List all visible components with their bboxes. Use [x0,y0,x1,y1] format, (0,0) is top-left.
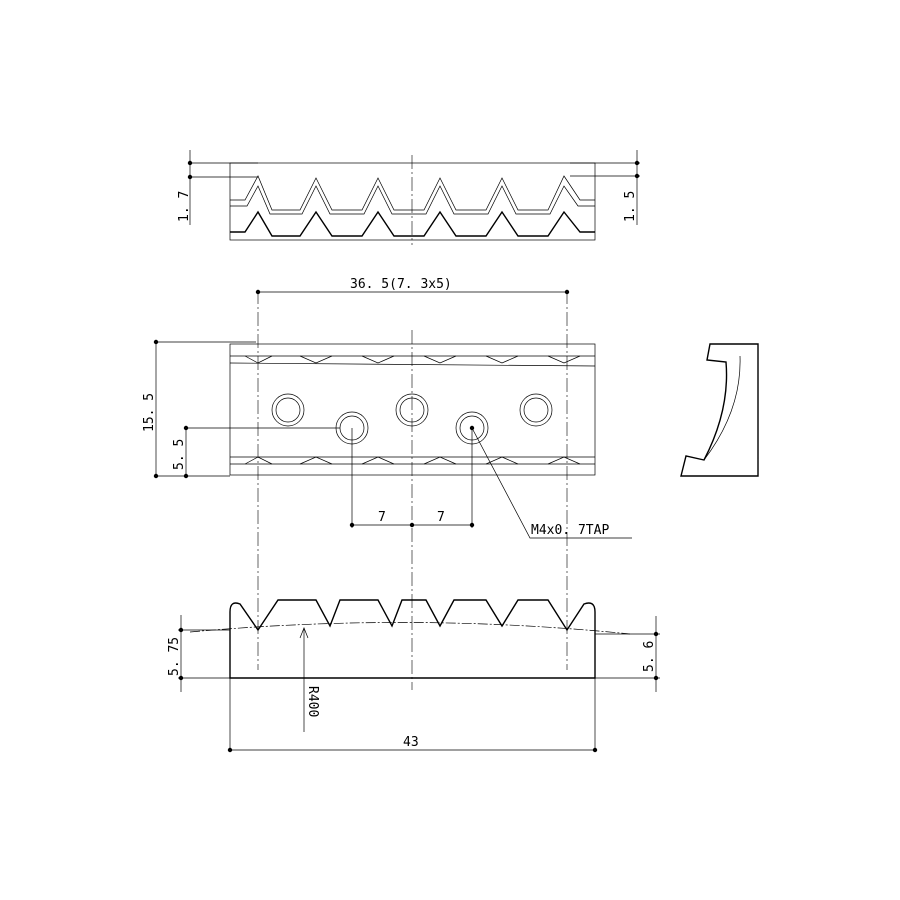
bottom-view: R400 5. 75 5. 6 43 [167,599,660,753]
dim-dot [178,675,184,681]
hole-1 [271,393,305,427]
hole-1-inner [275,397,301,423]
front-bottom-teeth [244,456,581,465]
side-view-curve [703,355,741,461]
front-top-band-lower [229,362,596,367]
dim-dot [183,425,189,431]
hole-5-inner [523,397,549,423]
side-view [680,343,759,477]
dim-dot [178,627,184,633]
top-view-outline [229,162,596,241]
top-view: 1. 7 1. 5 [177,150,640,245]
dim-top-right-label: 1. 5 [623,191,638,222]
dim-dot [634,160,640,166]
radius-arc [189,622,631,635]
top-view-notch-upper-inner [230,185,595,215]
dim-dot [153,473,159,479]
dim-dot [153,339,159,345]
dim-width-label: 43 [403,735,419,750]
dim-height-label: 15. 5 [142,393,157,432]
dim-dot [592,747,598,753]
front-view: 36. 5(7. 3x5) 15. 5 5. 5 7 7 M4x0. 7TAP [142,277,632,690]
dim-dot [634,173,640,179]
dim-dot [653,631,659,637]
dim-dot [409,522,415,528]
dim-dot [469,522,475,528]
dim-dot [187,174,193,180]
top-view-notch-upper [230,175,595,211]
tap-leader-line [471,427,632,539]
dim-dot [653,675,659,681]
dim-spacing-label: 36. 5(7. 3x5) [350,277,452,292]
bottom-view-profile [229,599,596,679]
hole-5 [519,393,553,427]
tap-label: M4x0. 7TAP [531,523,609,538]
dim-dot [255,289,261,295]
front-top-teeth [244,355,581,364]
front-view-outline [229,343,596,476]
radius-arrow [299,627,309,639]
dim-hole-height-label: 5. 5 [172,439,187,470]
dim-pitch-left-label: 7 [378,510,386,525]
dim-top-left-label: 1. 7 [177,191,192,222]
side-view-profile [680,343,759,477]
dim-left-height-label: 5. 75 [167,637,182,676]
dim-pitch-right-label: 7 [437,510,445,525]
dim-right-height-label: 5. 6 [642,641,657,672]
dim-dot [187,160,193,166]
dim-dot [564,289,570,295]
dim-dot [183,473,189,479]
dim-dot [349,522,355,528]
top-view-notch-lower [230,210,595,237]
dim-dot [227,747,233,753]
radius-label: R400 [305,686,320,717]
